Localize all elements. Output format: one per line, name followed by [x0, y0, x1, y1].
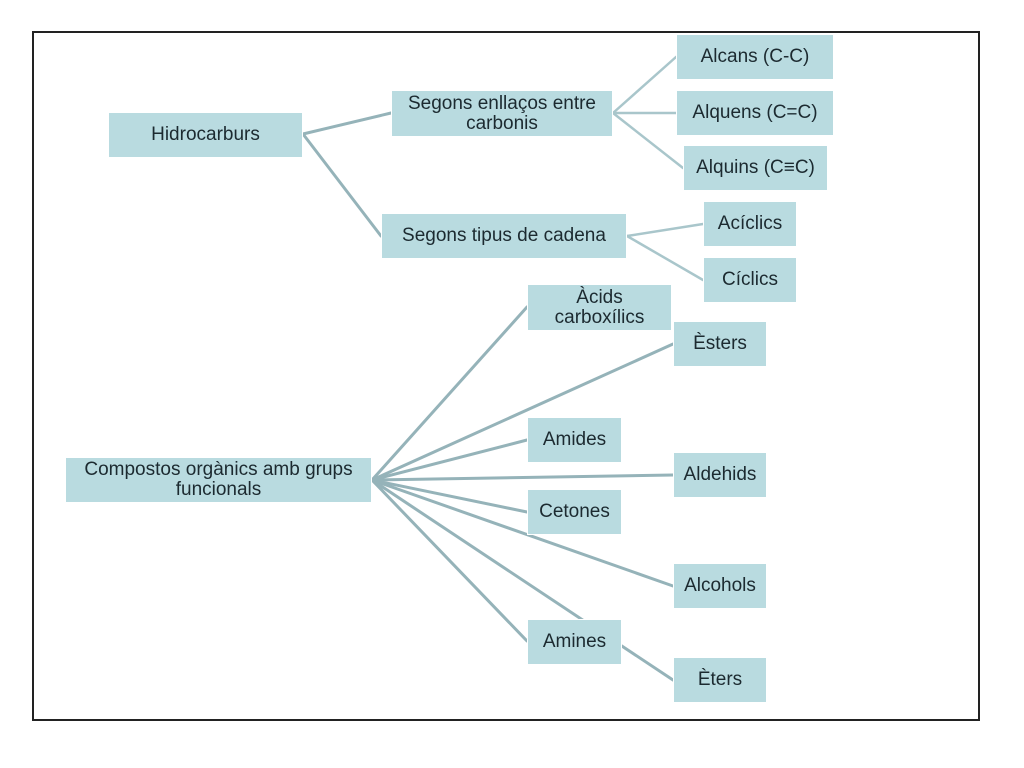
connector-compostos-acids: [370, 305, 529, 482]
node-ciclics-label: Cíclics: [722, 269, 778, 290]
connector-enllacos-alcans: [611, 55, 678, 115]
node-segons-cadena: Segons tipus de cadena: [381, 213, 627, 259]
node-acids: Àcids carboxílics: [527, 284, 672, 331]
node-alcans: Alcans (C-C): [676, 34, 834, 80]
node-amides: Amides: [527, 417, 622, 463]
connector-cadena-aciclics: [625, 222, 705, 238]
connector-cadena-ciclics: [625, 234, 705, 282]
node-hidrocarburs-label: Hidrocarburs: [151, 124, 260, 145]
node-aldehids-label: Aldehids: [683, 464, 757, 485]
node-segons-enllacos-label: Segons enllaços entre carbonis: [407, 92, 596, 134]
node-acids-label: Àcids carboxílics: [554, 286, 645, 328]
node-alquins: Alquins (C≡C): [683, 145, 828, 191]
node-amides-label: Amides: [542, 429, 607, 450]
node-alquins-label: Alquins (C≡C): [696, 157, 815, 178]
node-cetones: Cetones: [527, 489, 622, 535]
node-aciclics-label: Acíclics: [717, 213, 783, 234]
node-alcohols: Alcohols: [673, 563, 767, 609]
connector-compostos-eters: [370, 478, 675, 682]
connector-compostos-alcohols: [370, 478, 675, 588]
node-segons-enllacos: Segons enllaços entre carbonis: [391, 90, 613, 137]
node-amines-label: Amines: [542, 631, 607, 652]
node-aldehids: Aldehids: [673, 452, 767, 498]
node-compostos-label: Compostos orgànics amb grups funcionals: [84, 459, 353, 500]
node-compostos: Compostos orgànics amb grups funcionals: [65, 457, 372, 503]
node-alquens-label: Alquens (C=C): [692, 102, 818, 123]
node-segons-cadena-label: Segons tipus de cadena: [402, 225, 606, 246]
node-esters: Èsters: [673, 321, 767, 367]
node-eters: Èters: [673, 657, 767, 703]
connector-hidrocarburs-cadena: [301, 132, 383, 238]
node-aciclics: Acíclics: [703, 201, 797, 247]
connector-compostos-cetones: [370, 478, 529, 514]
node-eters-label: Èters: [697, 669, 743, 690]
connector-compostos-amides: [370, 438, 529, 482]
connector-enllacos-alquins: [611, 111, 685, 170]
node-esters-label: Èsters: [693, 333, 747, 354]
node-cetones-label: Cetones: [539, 501, 610, 522]
node-ciclics: Cíclics: [703, 257, 797, 303]
node-alcohols-label: Alcohols: [684, 575, 756, 596]
node-alquens: Alquens (C=C): [676, 90, 834, 136]
node-hidrocarburs: Hidrocarburs: [108, 112, 303, 158]
connector-hidrocarburs-enllacos: [301, 111, 393, 136]
connector-compostos-esters: [370, 342, 675, 482]
connector-compostos-aldehids: [370, 473, 675, 482]
node-alcans-label: Alcans (C-C): [700, 46, 810, 67]
slide-frame: [32, 31, 980, 721]
connector-compostos-amines: [370, 478, 529, 643]
node-amines: Amines: [527, 619, 622, 665]
